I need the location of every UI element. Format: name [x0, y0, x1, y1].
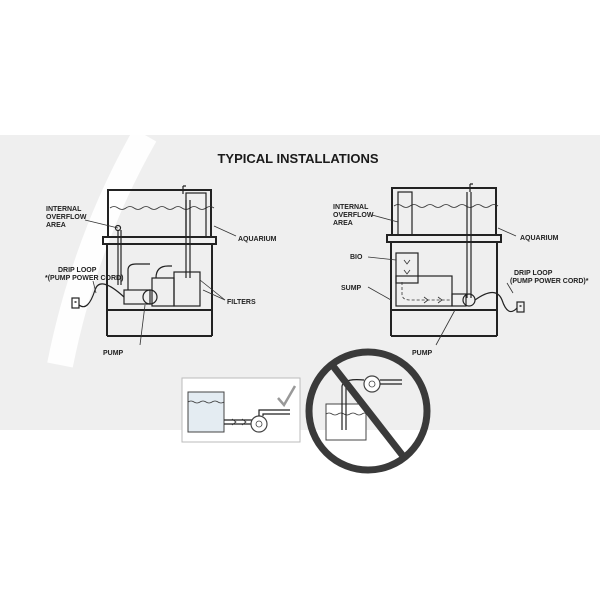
left-power-outlet: [71, 297, 80, 309]
right-label-internal: INTERNAL: [333, 204, 369, 211]
left-filter-2: [173, 271, 201, 307]
right-label-aquarium: AQUARIUM: [520, 235, 559, 242]
right-label-overflow: OVERFLOW: [333, 212, 374, 219]
right-pump-body: [451, 293, 467, 307]
left-label-drip-loop: DRIP LOOP: [58, 267, 97, 274]
left-label-pump: PUMP: [103, 350, 124, 357]
svg-text:AREA: AREA: [46, 222, 66, 229]
right-label-bio: BIO: [350, 254, 363, 261]
right-power-outlet: [516, 301, 525, 313]
left-stand: [102, 236, 217, 245]
right-sump: [395, 275, 453, 307]
left-label-filters: FILTERS: [227, 299, 256, 306]
correct-pump: [250, 415, 268, 433]
left-pump-impeller: [142, 289, 158, 305]
left-label-internal: INTERNAL: [46, 206, 82, 213]
check-icon: [277, 385, 297, 408]
decorative-arc: [47, 128, 157, 368]
left-installation: INTERNAL OVERFLOW AREA AQUARIUM DRIP LOO…: [45, 185, 277, 357]
left-label-aquarium: AQUARIUM: [238, 236, 277, 243]
right-installation: INTERNAL OVERFLOW AREA AQUARIUM BIO SUMP…: [333, 183, 589, 357]
svg-text:OVERFLOW: OVERFLOW: [46, 214, 87, 221]
correct-tank: [187, 391, 225, 433]
right-stand: [386, 234, 502, 243]
right-label-area: AREA: [333, 220, 353, 227]
correct-example: [181, 377, 301, 443]
right-label-drip-cord: (PUMP POWER CORD)*: [510, 278, 589, 285]
left-label-drip-cord: *(PUMP POWER CORD): [45, 275, 123, 282]
left-label-area: AREA: [46, 222, 66, 229]
svg-text:AREA: AREA: [333, 220, 353, 227]
right-label-sump: SUMP: [341, 285, 362, 292]
incorrect-pump: [363, 375, 381, 393]
svg-text:INTERNAL: INTERNAL: [333, 204, 369, 211]
left-label-overflow: OVERFLOW: [46, 214, 87, 221]
prohibited-icon: [330, 363, 406, 459]
svg-text:INTERNAL: INTERNAL: [46, 206, 82, 213]
prohibited-icon-ring: [305, 348, 431, 474]
right-drip-loop-cord: [474, 291, 518, 313]
page-title: TYPICAL INSTALLATIONS: [217, 151, 378, 166]
right-label-drip-loop: DRIP LOOP: [514, 270, 553, 277]
incorrect-example: [305, 348, 431, 474]
right-bio-chamber: [395, 252, 419, 284]
right-label-pump: PUMP: [412, 350, 433, 357]
svg-text:OVERFLOW: OVERFLOW: [333, 212, 374, 219]
